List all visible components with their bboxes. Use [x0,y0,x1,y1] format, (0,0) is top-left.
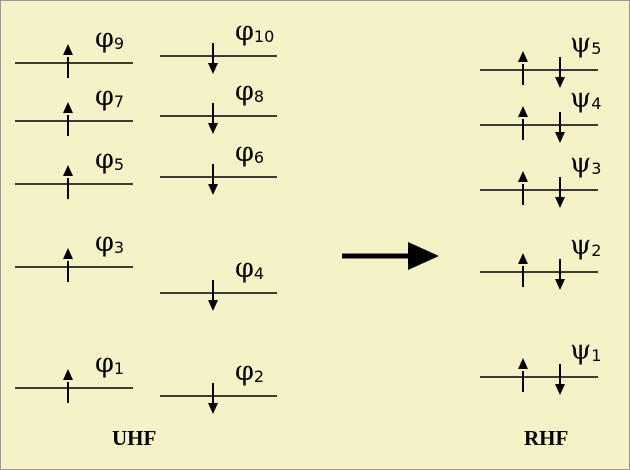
uhf-beta-label: φ2 [235,358,264,385]
uhf-alpha-label-symbol: φ [95,23,114,54]
spin-up-arrow-head [63,165,73,176]
spin-down-arrow-head [555,384,565,395]
uhf-alpha-label-index: 9 [113,34,125,53]
uhf-alpha-label-symbol: φ [95,81,114,112]
rhf-label-index: 2 [591,241,602,260]
rhf-label: ψ4 [570,85,601,112]
spin-up-arrow-head [63,44,73,55]
uhf-alpha-label-symbol: φ [95,227,114,258]
uhf-alpha-label: φ7 [95,83,124,110]
uhf-beta-label-index: 10 [253,27,275,46]
spin-down-arrow-head [208,63,218,74]
rhf-title: RHF [524,426,569,450]
spin-down-arrow-head [555,279,565,290]
rhf-label-index: 3 [591,159,602,178]
uhf-alpha-label: φ5 [95,146,124,173]
rhf-label: ψ1 [570,337,601,364]
spin-down-arrow-head [208,123,218,134]
rhf-label-symbol: ψ [570,148,592,179]
spin-up-arrow-head [63,248,73,259]
rhf-label-index: 1 [591,346,602,365]
uhf-alpha-label-index: 5 [113,155,125,174]
uhf-beta-label-index: 8 [253,87,265,106]
spin-up-arrow-head [63,369,73,380]
spin-down-arrow-head [555,132,565,143]
uhf-beta-label-index: 2 [253,367,265,386]
rhf-label-symbol: ψ [570,335,592,366]
uhf-alpha-label: φ9 [95,25,124,52]
rhf-label-symbol: ψ [570,83,592,114]
uhf-alpha-label-symbol: φ [95,144,114,175]
spin-down-arrow-head [208,300,218,311]
uhf-alpha-label-index: 1 [113,359,125,378]
uhf-title: UHF [112,426,157,450]
uhf-beta-label-symbol: φ [235,76,254,107]
uhf-alpha-label-symbol: φ [95,348,114,379]
uhf-beta-label-index: 6 [253,148,265,167]
uhf-beta-label-symbol: φ [235,137,254,168]
rhf-label: ψ3 [570,150,601,177]
rhf-label: ψ5 [570,30,601,57]
uhf-alpha-label: φ3 [95,229,124,256]
uhf-beta-label-symbol: φ [235,253,254,284]
uhf-alpha-label: φ1 [95,350,124,377]
spin-down-arrow-head [208,403,218,414]
rhf-label-symbol: ψ [570,230,592,261]
spin-up-arrow-head [518,106,528,117]
uhf-alpha-label-index: 7 [113,92,125,111]
rhf-label-index: 4 [591,94,602,113]
spin-up-arrow-head [518,253,528,264]
rhf-label-index: 5 [591,39,602,58]
spin-up-arrow-head [518,358,528,369]
uhf-beta-label: φ10 [235,18,274,45]
uhf-beta-label-index: 4 [253,264,265,283]
rhf-label-symbol: ψ [570,28,592,59]
uhf-beta-label: φ4 [235,255,264,282]
rhf-label: ψ2 [570,232,601,259]
uhf-beta-label-symbol: φ [235,16,254,47]
spin-down-arrow-head [208,184,218,195]
uhf-beta-label-symbol: φ [235,356,254,387]
spin-up-arrow-head [518,51,528,62]
uhf-alpha-label-index: 3 [113,238,125,257]
transition-arrow-head [408,242,439,270]
uhf-beta-label: φ8 [235,78,264,105]
spin-down-arrow-head [555,77,565,88]
spin-up-arrow-head [63,102,73,113]
uhf-beta-label: φ6 [235,139,264,166]
spin-down-arrow-head [555,197,565,208]
spin-up-arrow-head [518,171,528,182]
